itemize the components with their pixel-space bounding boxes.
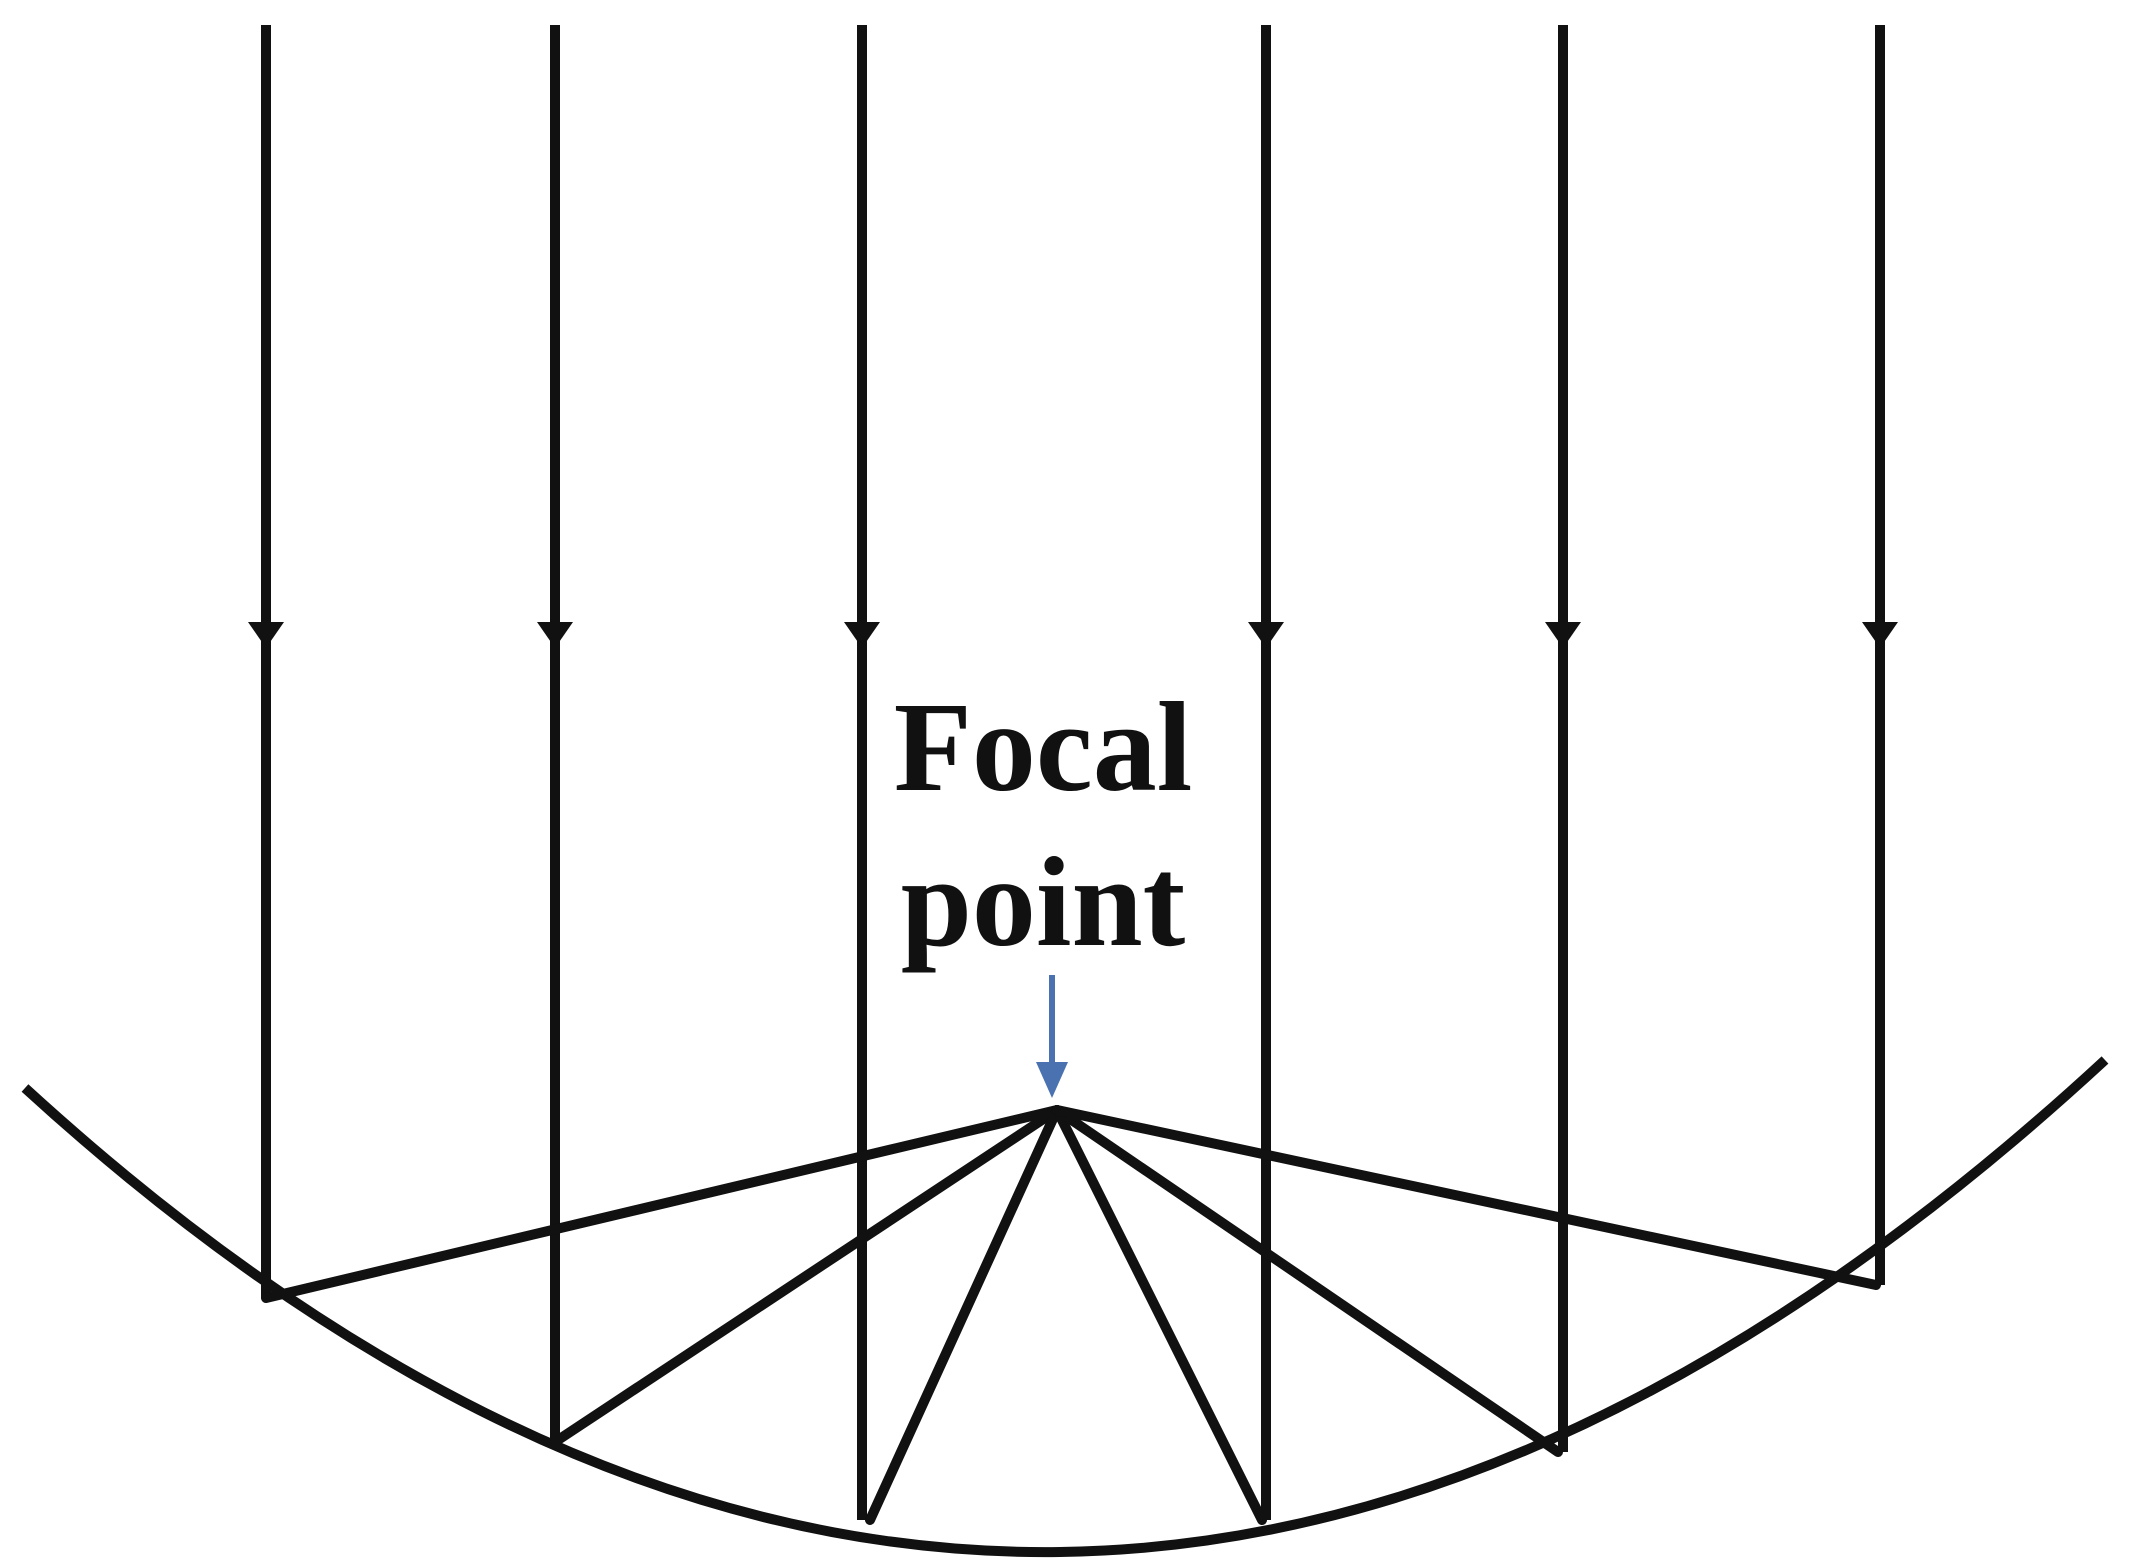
focal-pointer-arrow-icon — [1036, 975, 1068, 1098]
focal-label-line1: Focal — [894, 676, 1193, 818]
down-arrow-icon — [537, 622, 573, 648]
down-arrow-icon — [1545, 622, 1581, 648]
focal-label-line2: point — [901, 831, 1186, 973]
down-arrow-icon — [1862, 622, 1898, 648]
down-arrow-icon — [844, 622, 880, 648]
reflected-ray-2 — [550, 1105, 1062, 1447]
down-arrow-icon — [1248, 622, 1284, 648]
incident-rays — [261, 25, 1885, 1520]
reflected-ray-3 — [865, 1105, 1062, 1525]
reflected-ray-5 — [1052, 1105, 1563, 1457]
reflected-ray-4 — [1052, 1105, 1267, 1525]
reflected-ray-6 — [1052, 1105, 1881, 1290]
parabolic-mirror — [21, 1056, 2109, 1558]
reflected-ray-1 — [261, 1105, 1062, 1303]
ray-direction-arrows — [248, 622, 1898, 648]
down-arrow-icon — [248, 622, 284, 648]
reflected-rays — [261, 1105, 1881, 1525]
